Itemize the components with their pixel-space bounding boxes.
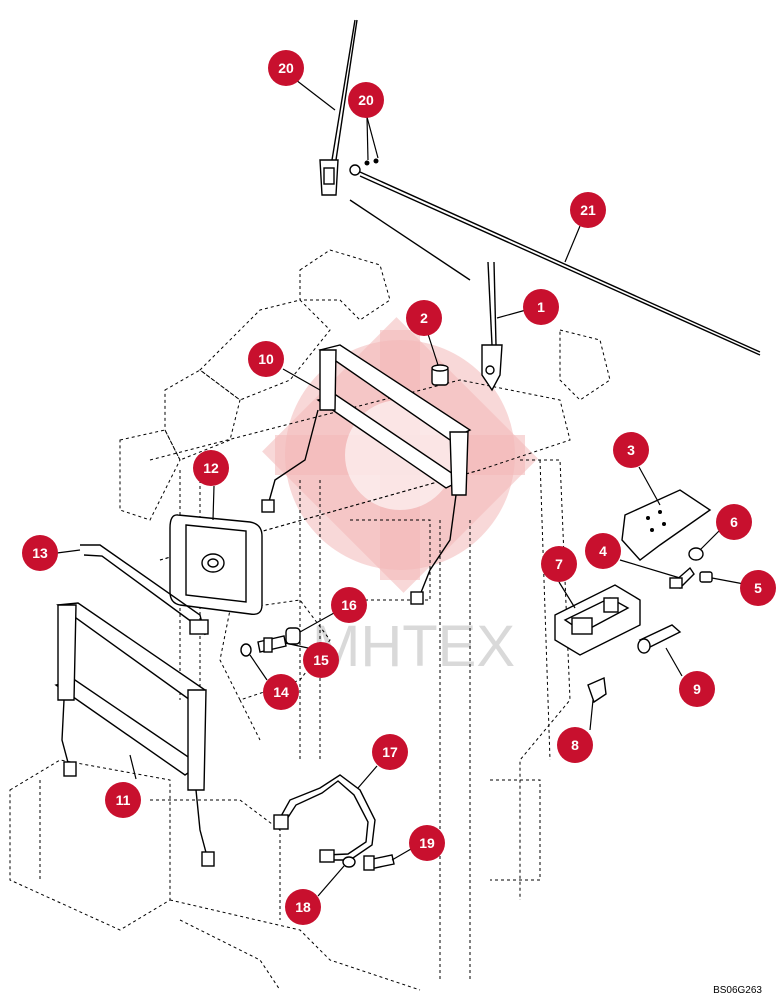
guard-frame-upper	[261, 344, 472, 605]
callout-label: 16	[341, 597, 357, 613]
callout-5: 5	[740, 570, 776, 606]
callout-2: 2	[406, 300, 442, 336]
callout-19: 19	[409, 825, 445, 861]
callout-label: 5	[754, 580, 762, 596]
bolt-15	[257, 635, 287, 653]
callout-label: 12	[203, 460, 219, 476]
callout-12: 12	[193, 450, 229, 486]
bolt-4	[669, 566, 695, 589]
callout-label: 11	[116, 792, 131, 808]
callout-16: 16	[331, 587, 367, 623]
callout-14: 14	[263, 674, 299, 710]
callout-label: 19	[419, 835, 435, 851]
callout-label: 9	[693, 681, 701, 697]
watermark-text: MHTEX	[312, 614, 515, 679]
callout-7: 7	[541, 546, 577, 582]
callout-18: 18	[285, 889, 321, 925]
callout-10: 10	[248, 341, 284, 377]
leader-lines	[56, 79, 745, 897]
lamp-assembly	[554, 584, 641, 656]
callout-label: 13	[32, 545, 48, 561]
callout-15: 15	[303, 642, 339, 678]
callout-label: 15	[313, 652, 329, 668]
nut-5	[699, 571, 713, 583]
connector	[637, 624, 682, 654]
callout-label: 14	[273, 684, 289, 700]
bracket-plate	[621, 489, 712, 561]
callout-4: 4	[585, 533, 621, 569]
washer-18	[342, 856, 356, 868]
nut-6	[688, 547, 704, 561]
drawing-code: BS06G263	[713, 985, 762, 996]
long-rod	[349, 171, 761, 356]
mirror	[169, 514, 263, 615]
callout-11: 11	[105, 782, 141, 818]
antenna-rod	[319, 19, 379, 196]
bushing	[431, 364, 449, 386]
callout-label: 3	[627, 442, 635, 458]
callout-label: 20	[358, 92, 374, 108]
callout-label: 2	[420, 310, 428, 326]
callout-label: 20	[278, 60, 294, 76]
callout-8: 8	[557, 727, 593, 763]
callout-label: 18	[295, 899, 311, 915]
bolt-19	[363, 854, 395, 871]
callout-3: 3	[613, 432, 649, 468]
callout-label: 1	[537, 299, 545, 315]
callout-label: 6	[730, 514, 738, 530]
callout-20-screws: 20	[348, 82, 384, 118]
callout-label: 21	[580, 202, 596, 218]
callout-label: 10	[258, 351, 274, 367]
mirror-bracket	[80, 544, 209, 636]
callout-label: 7	[555, 556, 563, 572]
callout-13: 13	[22, 535, 58, 571]
callout-label: 8	[571, 737, 579, 753]
callout-label: 17	[382, 744, 398, 760]
callout-label: 4	[599, 543, 607, 559]
callout-1: 1	[523, 289, 559, 325]
callout-20-antenna: 20	[268, 50, 304, 86]
callout-6: 6	[716, 504, 752, 540]
antenna-base	[481, 261, 503, 392]
callout-21: 21	[570, 192, 606, 228]
handrail	[273, 774, 376, 863]
spacer	[285, 627, 301, 645]
guard-frame-lower	[54, 602, 215, 867]
callout-9: 9	[679, 671, 715, 707]
washer-14	[240, 643, 252, 657]
clip	[587, 676, 607, 704]
callout-17: 17	[372, 734, 408, 770]
